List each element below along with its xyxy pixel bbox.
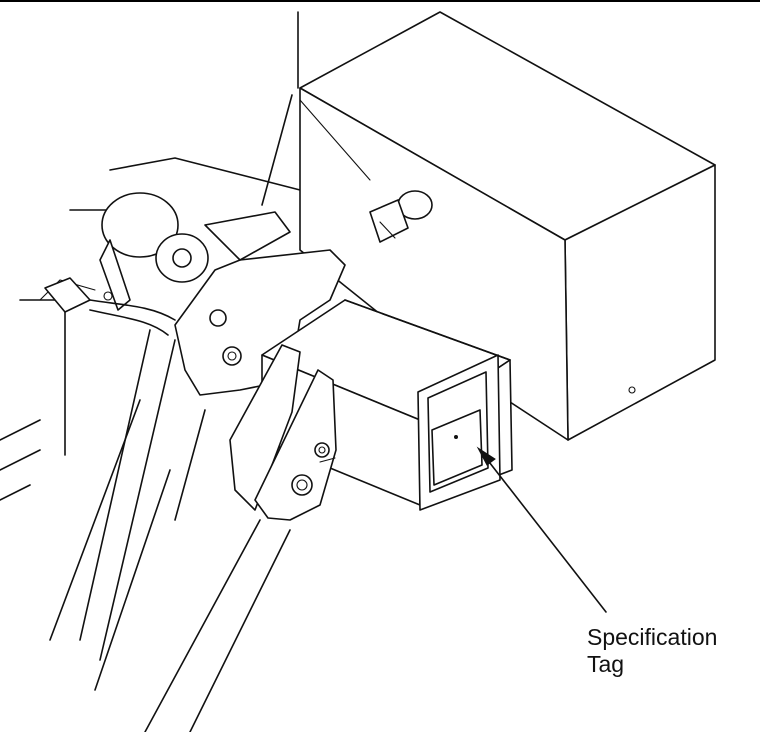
callout-line-2: Tag — [587, 651, 625, 677]
box-screw-icon — [628, 386, 636, 394]
clevis-plates — [229, 344, 337, 521]
key-switch-icon — [369, 190, 433, 243]
specification-tag — [417, 354, 501, 511]
vertical-post — [261, 11, 299, 206]
callout-line-1: Specification — [587, 624, 718, 650]
pivot-assembly — [99, 192, 209, 311]
pin-icon — [291, 474, 313, 496]
specification-tag-label: Specification Tag — [587, 624, 717, 678]
wire-harness — [44, 277, 176, 336]
electrical-box — [299, 11, 716, 441]
mounting-bracket — [174, 211, 346, 396]
top-border-line — [0, 0, 760, 2]
callout-arrow — [476, 446, 607, 613]
lift-arm-lines — [0, 157, 301, 732]
bolt-icon — [222, 346, 242, 366]
